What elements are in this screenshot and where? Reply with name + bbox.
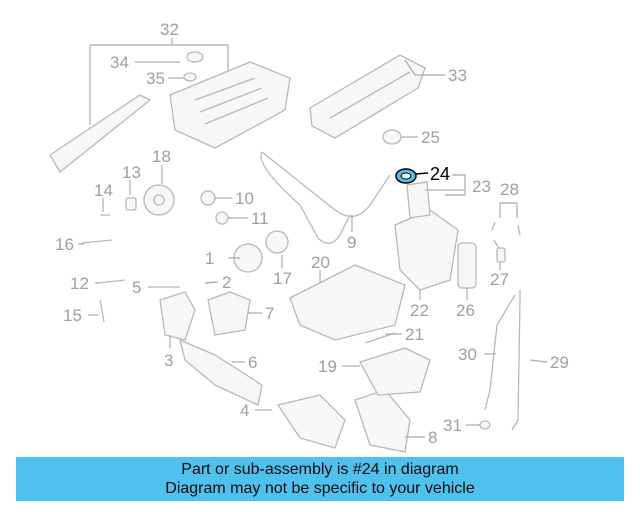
part-21 [364, 332, 396, 344]
part-14-16-bolts [81, 214, 113, 244]
callout-28: 28 [500, 180, 519, 199]
leader-24 [415, 172, 429, 175]
part-20-oil-pan [289, 264, 406, 341]
callout-35: 35 [146, 69, 165, 88]
part-18-hub [153, 194, 165, 206]
part-25-plug [382, 129, 402, 145]
callout-30: 30 [458, 345, 477, 364]
leader-32 [89, 38, 229, 125]
parts-diagram: 1 2 3 4 5 6 7 8 9 10 11 12 13 14 15 16 1… [49, 20, 569, 453]
part-valve-cover-left-detail [194, 77, 269, 125]
part-valve-cover-right-detail [329, 71, 411, 119]
part-27 [496, 247, 506, 263]
callout-4: 4 [240, 401, 249, 420]
leader-29 [529, 359, 548, 363]
part-12-15-bolts [97, 279, 126, 323]
callout-1: 1 [205, 249, 214, 268]
callout-34: 34 [110, 53, 129, 72]
leader-2 [204, 281, 219, 284]
callout-33: 33 [448, 66, 467, 85]
part-11 [215, 211, 229, 225]
part-34-cap [186, 51, 204, 63]
callout-25: 25 [421, 128, 440, 147]
callout-19: 19 [318, 357, 337, 376]
part-19-lower-pan [359, 347, 431, 396]
callout-10: 10 [235, 189, 254, 208]
part-13 [125, 197, 137, 211]
callout-21: 21 [405, 325, 424, 344]
part-9-timing-belt [260, 151, 391, 244]
callout-15: 15 [63, 306, 82, 325]
part-35-seal [183, 72, 197, 82]
callout-24-highlighted: 24 [430, 164, 450, 184]
callout-11: 11 [251, 209, 269, 228]
part-valve-cover-left [169, 61, 291, 149]
callout-27: 27 [490, 270, 509, 289]
callout-26: 26 [456, 301, 475, 320]
callout-17: 17 [273, 269, 292, 288]
part-7-cover [207, 291, 251, 336]
part-30-tube [484, 294, 516, 411]
part-3-cover [159, 291, 196, 341]
callout-9: 9 [347, 233, 356, 252]
info-banner: Part or sub-assembly is #24 in diagram D… [16, 457, 624, 501]
callout-3: 3 [164, 351, 173, 370]
part-22-housing [394, 209, 459, 291]
callout-23: 23 [472, 177, 491, 196]
part-26 [457, 242, 477, 289]
callout-8: 8 [428, 428, 437, 447]
banner-line-2: Diagram may not be specific to your vehi… [165, 480, 475, 497]
leader-33 [404, 59, 445, 76]
callout-13: 13 [122, 163, 141, 182]
callout-6: 6 [248, 353, 257, 372]
part-29-dipstick [511, 290, 521, 431]
leader-23 [425, 174, 466, 196]
part-8-cover [354, 389, 411, 453]
part-6-cover [179, 338, 263, 406]
callout-5: 5 [132, 278, 141, 297]
banner-line-1: Part or sub-assembly is #24 in diagram [181, 461, 459, 478]
part-valve-cover-gasket-left [49, 94, 152, 173]
part-17-gear [265, 230, 289, 254]
callout-29: 29 [550, 353, 569, 372]
part-28-bits [491, 221, 521, 251]
part-31 [479, 420, 491, 430]
callout-16: 16 [55, 235, 74, 254]
part-23-filter [406, 181, 431, 219]
callout-22: 22 [410, 301, 429, 320]
callout-20: 20 [311, 253, 330, 272]
callout-32: 32 [160, 20, 179, 39]
callout-12: 12 [70, 274, 89, 293]
callout-7: 7 [265, 304, 274, 323]
callout-14: 14 [94, 181, 113, 200]
callout-18: 18 [152, 147, 171, 166]
part-24-inner [400, 172, 412, 180]
part-4-cover [276, 394, 346, 449]
callout-31: 31 [443, 416, 462, 435]
leader-28 [499, 202, 518, 218]
callout-2: 2 [222, 273, 231, 292]
part-10 [200, 190, 216, 206]
